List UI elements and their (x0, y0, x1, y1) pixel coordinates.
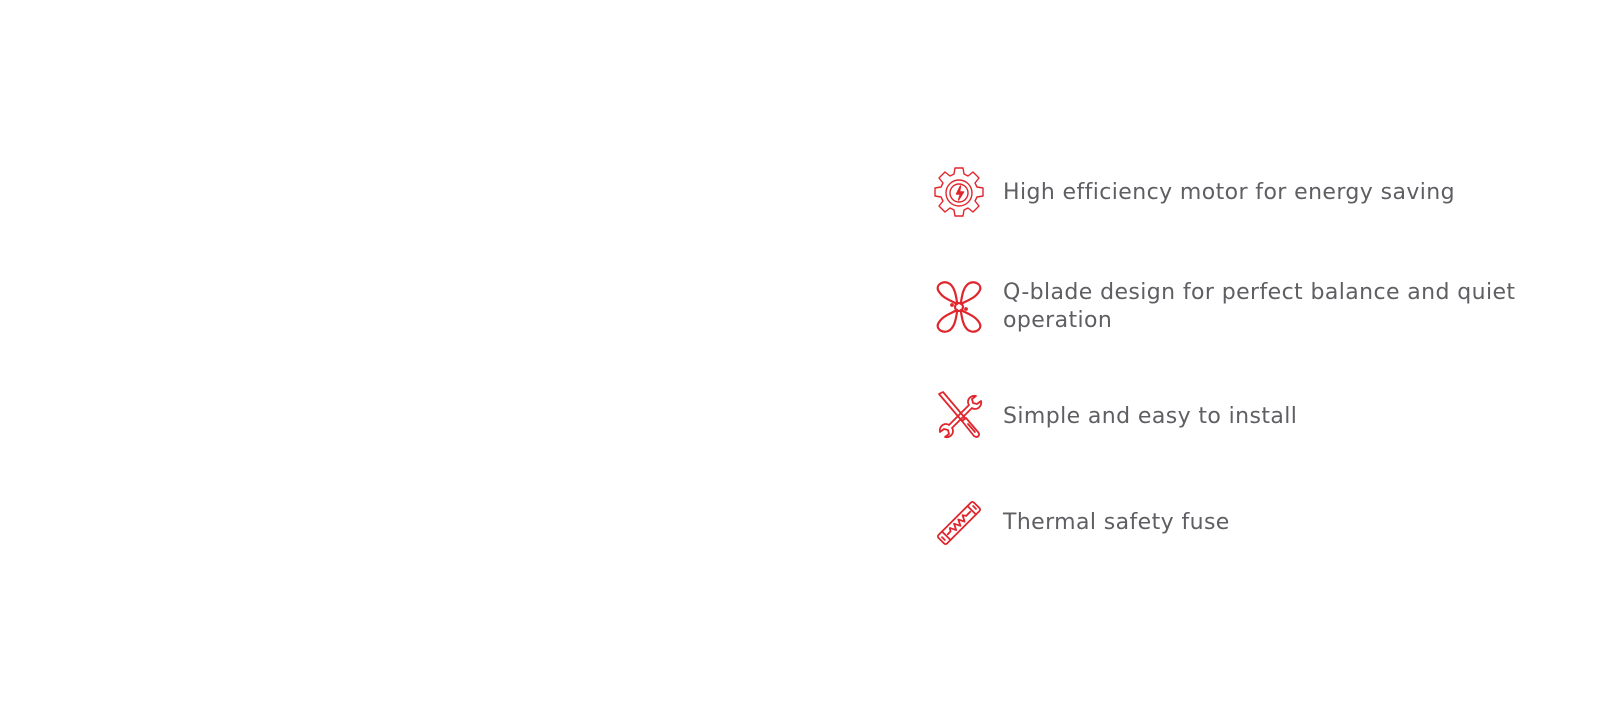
feature-label: Simple and easy to install (1003, 404, 1298, 429)
feature-label: Q-blade design for perfect balance and q… (1003, 280, 1516, 333)
feature-item-blade: Q-blade design for perfect balance and q… (930, 278, 1570, 336)
feature-label: Thermal safety fuse (1003, 510, 1230, 535)
feature-item-fuse: Thermal safety fuse (930, 494, 1570, 552)
thermal-fuse-icon (930, 494, 988, 552)
motor-gear-icon (930, 164, 988, 222)
feature-list: High efficiency motor for energy saving … (930, 0, 1570, 708)
wrench-screwdriver-icon (930, 388, 988, 446)
fan-blade-icon (930, 278, 988, 336)
feature-item-motor: High efficiency motor for energy saving (930, 164, 1570, 222)
feature-label: High efficiency motor for energy saving (1003, 180, 1455, 205)
feature-item-install: Simple and easy to install (930, 388, 1570, 446)
